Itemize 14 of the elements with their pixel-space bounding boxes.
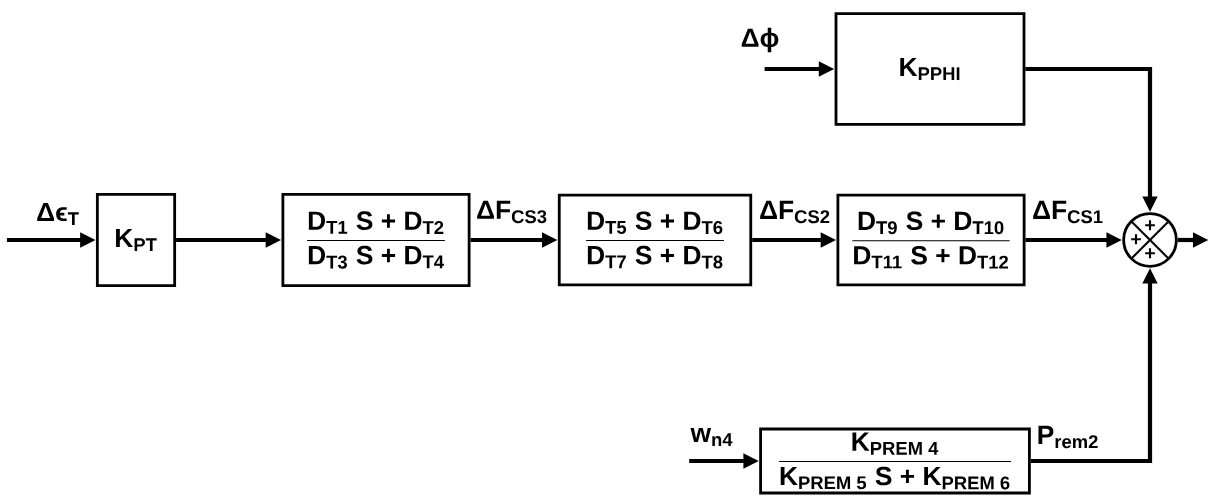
edge-label: w$_{n4}$ [690,428,733,446]
transfer-function-box: D$_{T1}$ S + D$_{T2}$ D$_{T3}$ S + D$_{T4}$ [281,192,471,288]
transfer-function-box: D$_{T5}$ S + D$_{T6}$ D$_{T7}$ S + D$_{T8}$ [557,193,753,287]
gain-box: K$_{PT}$ [95,192,177,288]
edge-label: ΔF$_{CS3}$ [477,200,547,224]
gain-box: K$_{PPHI}$ [834,12,1026,126]
edge-label: P$_{rem2}$ [1038,425,1098,449]
summing-junction: + + + [1122,212,1178,268]
edge-label: ΔF$_{CS1}$ [1033,200,1103,224]
transfer-function-box: D$_{T9}$ S + D$_{T10}$ D$_{T11}$ S + D$_{T12}$ [836,193,1026,287]
transfer-function-box: K$_{PREM 4}$ K$_{PREM 5}$ S + K$_{PREM 6}$ [759,427,1031,495]
edge-label: Δϕ [741,27,779,53]
edge-label: ΔF$_{CS2}$ [760,200,830,224]
edge-label: Δϵ$_{T}$ [37,202,79,226]
